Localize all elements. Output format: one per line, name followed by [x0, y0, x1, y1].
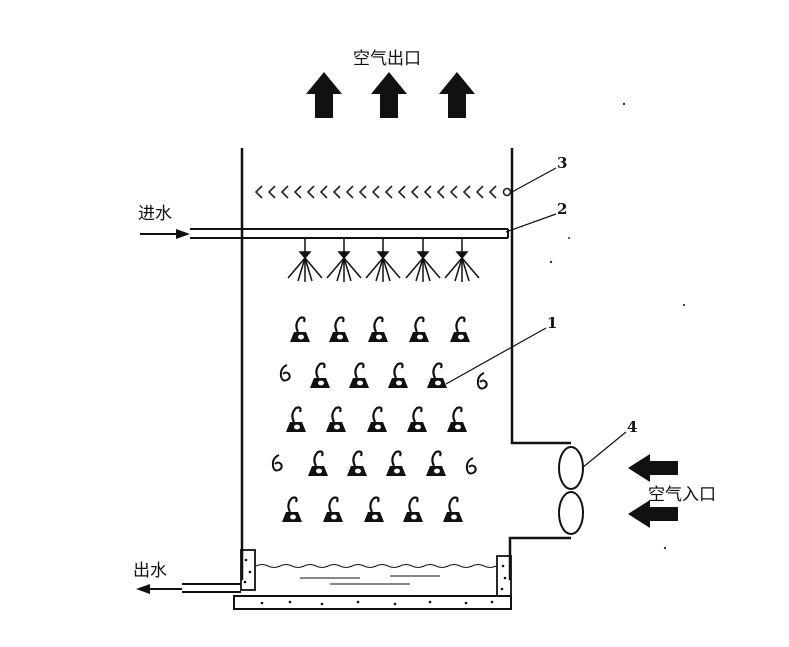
arrow-left-icon	[628, 454, 678, 482]
callout-sprayer: 2	[557, 200, 567, 218]
packing-ring-icon	[310, 362, 330, 388]
spray-nozzle-icon	[365, 238, 401, 282]
packing-ring-icon	[407, 406, 427, 432]
packing-ring-icon	[426, 450, 446, 476]
water-in-arrow	[140, 229, 190, 239]
callout-leaders	[445, 167, 627, 469]
inlet-pipe	[190, 228, 509, 239]
packing-ring-icon	[282, 496, 302, 522]
air-outlet-arrows	[306, 72, 475, 118]
air-outlet-label: 空气出口	[353, 49, 421, 69]
water-out-label: 出水	[133, 561, 167, 581]
arrow-up-icon	[439, 72, 475, 118]
callout-fan: 4	[627, 418, 637, 436]
air-inlet-arrows	[628, 454, 678, 528]
packing-ring-icon	[279, 364, 291, 382]
basin-water	[255, 564, 497, 585]
packing-ring-icon	[349, 362, 369, 388]
packing-ring-icon	[427, 362, 447, 388]
outlet-pipe	[182, 583, 241, 593]
air-inlet-label: 空气入口	[648, 485, 716, 505]
packing-ring-icon	[409, 316, 429, 342]
packing-ring-icon	[443, 496, 463, 522]
packing-ring-icon	[347, 450, 367, 476]
packing-ring-icon	[368, 316, 388, 342]
packing-ring-icon	[326, 406, 346, 432]
scan-specks	[549, 102, 686, 550]
packing-ring-icon	[367, 406, 387, 432]
spray-nozzle-icon	[326, 238, 362, 282]
callout-packing: 1	[547, 314, 557, 332]
spray-nozzle-icon	[287, 238, 323, 282]
packing-fill	[271, 316, 488, 522]
packing-ring-icon	[308, 450, 328, 476]
arrow-up-icon	[371, 72, 407, 118]
callout-eliminator: 3	[557, 154, 567, 172]
spray-nozzle-icon	[444, 238, 480, 282]
packing-ring-icon	[290, 316, 310, 342]
arrow-up-icon	[306, 72, 342, 118]
sprayers	[287, 238, 480, 282]
fan-icon	[558, 446, 584, 535]
packing-ring-icon	[447, 406, 467, 432]
packing-ring-icon	[476, 372, 488, 390]
collection-basin	[233, 549, 512, 610]
packing-ring-icon	[364, 496, 384, 522]
spray-nozzle-icon	[405, 238, 441, 282]
water-out-arrow	[136, 584, 182, 594]
packing-ring-icon	[271, 454, 283, 472]
packing-ring-icon	[403, 496, 423, 522]
packing-ring-icon	[388, 362, 408, 388]
packing-ring-icon	[323, 496, 343, 522]
tower-wall	[240, 148, 571, 580]
water-in-label: 进水	[138, 204, 172, 224]
packing-ring-icon	[450, 316, 470, 342]
drift-eliminator	[254, 185, 512, 199]
packing-ring-icon	[465, 457, 477, 475]
packing-ring-icon	[286, 406, 306, 432]
packing-ring-icon	[386, 450, 406, 476]
packing-ring-icon	[329, 316, 349, 342]
arrow-left-icon	[628, 500, 678, 528]
